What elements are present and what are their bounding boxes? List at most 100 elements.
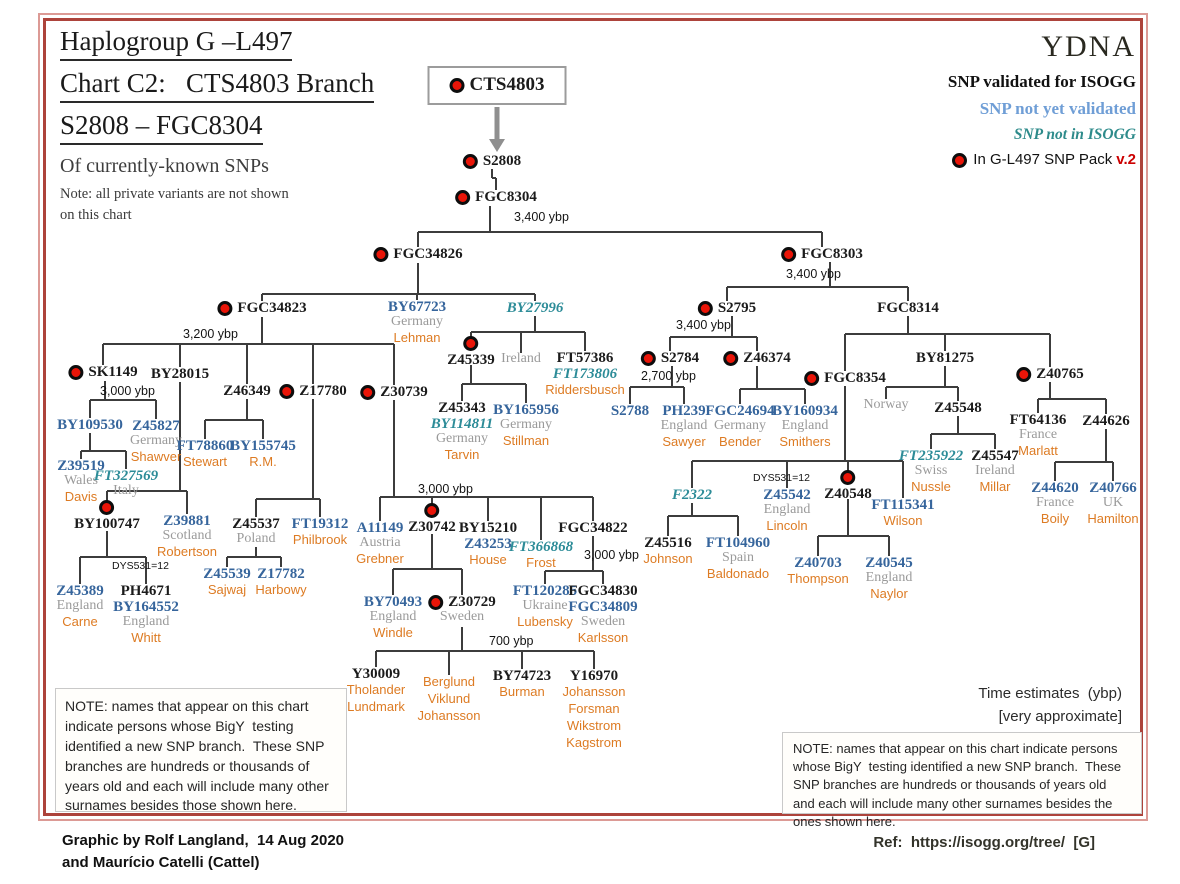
node-by81275: BY81275 <box>916 350 974 366</box>
node-label: BY109530 <box>57 417 123 433</box>
node-s2788: S2788 <box>611 403 649 419</box>
node-label: FGC34823 <box>217 300 307 316</box>
node-label: House <box>469 552 507 568</box>
node-ireland: Ireland <box>501 351 541 367</box>
node-label: Y30009 <box>351 666 401 682</box>
node-label: S2788 <box>610 403 650 419</box>
node-fgc8304: FGC8304 <box>455 189 537 205</box>
node-label: Germany <box>129 433 183 449</box>
node-label: BY114811 <box>430 416 494 433</box>
node-label: France <box>1035 495 1075 511</box>
node-label: FT57386 <box>556 350 614 366</box>
node-label: Johansson <box>417 707 481 723</box>
node-label: Karlsson <box>577 630 629 646</box>
node-label: Whitt <box>131 630 161 646</box>
node-label: Carne <box>62 613 98 629</box>
node-label: Austria <box>359 535 401 551</box>
title-block: Haplogroup G –L497 Chart C2: CTS4803 Bra… <box>60 26 375 226</box>
note-box-left: NOTE: names that appear on this chart in… <box>55 688 347 813</box>
node-label: Forsman <box>568 701 620 717</box>
node-label: Robertson <box>157 543 217 559</box>
node-z45548: Z45548 <box>934 400 982 416</box>
node-label: England <box>865 570 913 586</box>
node-label: Bender <box>719 433 761 449</box>
snp-pack-dot-icon <box>697 300 713 316</box>
node-label: S2784 <box>640 350 699 366</box>
time-estimates-note: Time estimates (ybp)[very approximate] <box>978 685 1122 725</box>
node-label: FT366868 <box>508 539 574 555</box>
node-label: Tarvin <box>444 447 480 463</box>
reference-link-text: Ref: https://isogg.org/tree/ [G] <box>873 834 1095 851</box>
chart-title-line-3: S2808 – FGC8304 <box>60 110 374 145</box>
node-label: Baldonado <box>706 565 770 581</box>
node-label: Spain <box>722 550 754 566</box>
snp-pack-dot-icon <box>804 370 820 386</box>
node-label: Z45547 <box>971 448 1019 464</box>
node-label: Sajwaj <box>207 582 247 598</box>
node-label: Tholander <box>346 682 406 698</box>
node-fgc34823: FGC34823 <box>217 300 307 316</box>
node-label: BY100747 <box>74 516 140 532</box>
snp-pack-dot-icon <box>428 594 444 610</box>
node-label: England <box>763 502 811 518</box>
time-estimate-label: 3,400 ybp <box>676 318 731 332</box>
time-estimate-label: 2,700 ybp <box>641 369 696 383</box>
node-label: Lubensky <box>517 613 573 629</box>
node-label: Z45827 <box>132 418 180 434</box>
snp-pack-dot-icon <box>462 153 478 169</box>
node-label: Sweden <box>580 614 626 630</box>
node-label: FT120285 <box>512 583 578 599</box>
snp-pack-dot-icon <box>723 350 739 366</box>
node-label: FT173806 <box>552 366 618 383</box>
snp-pack-dot-icon <box>424 503 440 518</box>
node-label: Nussle <box>911 478 951 494</box>
node-fgc34826: FGC34826 <box>373 246 463 262</box>
chart-subtitle: Of currently-known SNPs <box>60 155 269 177</box>
node-label: SK1149 <box>68 364 138 380</box>
snp-pack-dot-icon <box>1016 366 1032 382</box>
note-box-right: NOTE: names that appear on this chart in… <box>782 732 1142 829</box>
node-label: F2322 <box>671 487 713 503</box>
node-norway: Norway <box>863 397 908 413</box>
node-label: Johansson <box>562 684 626 700</box>
snp-pack-dot-icon <box>68 364 84 380</box>
legend-not-in-isogg: SNP not in ISOGG <box>1013 126 1136 143</box>
node-label: Z43253 <box>464 536 512 553</box>
node-label: Swiss <box>914 463 948 479</box>
node-label: BY165956 <box>493 402 559 418</box>
node-label: Z40545 <box>865 555 913 571</box>
snp-pack-dot-icon <box>360 384 376 400</box>
node-label: BY164552 <box>113 599 179 616</box>
node-label: CTS4803 <box>449 74 544 96</box>
node-f2322: F2322 <box>672 487 712 503</box>
private-variants-note: Note: all private variants are not shown… <box>60 186 289 224</box>
ydna-logo: YDNA <box>1041 30 1136 63</box>
node-label: Germany <box>499 417 553 433</box>
node-by109530: BY109530 <box>57 417 123 433</box>
legend: YDNA SNP validated for ISOGG SNP not yet… <box>948 30 1136 168</box>
node-fgc8303: FGC8303 <box>781 246 863 262</box>
node-z17780: Z17780 <box>279 383 347 399</box>
node-label: Z45389 <box>56 583 104 599</box>
node-label: Johnson <box>643 551 693 567</box>
node-label: FGC8314 <box>877 300 939 316</box>
snp-pack-dot-icon <box>217 300 233 316</box>
node-label: UK <box>1102 495 1124 511</box>
node-label: Stillman <box>502 432 550 448</box>
node-label: Naylor <box>870 585 908 601</box>
